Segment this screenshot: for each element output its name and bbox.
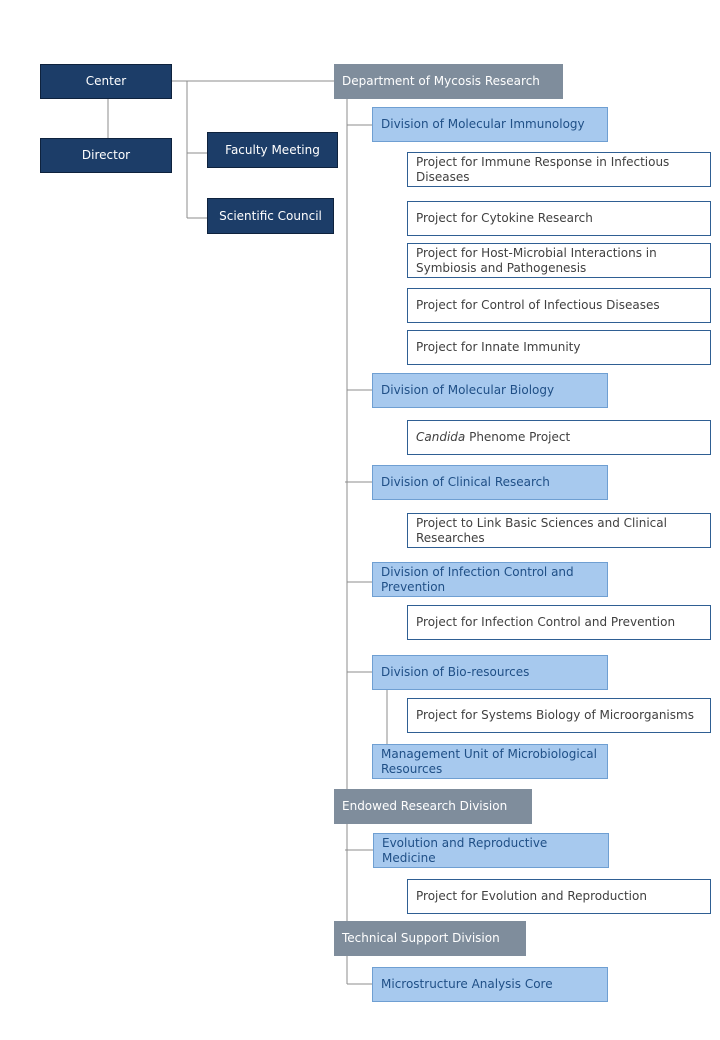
division-clinical-research: Division of Clinical Research [372, 465, 608, 500]
project-link-basic-clinical: Project to Link Basic Sciences and Clini… [407, 513, 711, 548]
division-infection-control: Division of Infection Control and Preven… [372, 562, 608, 597]
director-box: Director [40, 138, 172, 173]
project-innate-immunity: Project for Innate Immunity [407, 330, 711, 365]
project-immune-response: Project for Immune Response in Infectiou… [407, 152, 711, 187]
project-candida-phenome-rest: Phenome Project [465, 430, 571, 444]
division-molecular-immunology: Division of Molecular Immunology [372, 107, 608, 142]
division-bio-resources: Division of Bio-resources [372, 655, 608, 690]
division-microstructure-analysis-core: Microstructure Analysis Core [372, 967, 608, 1002]
department-mycosis-box: Department of Mycosis Research [334, 64, 563, 99]
project-infection-control-prevention: Project for Infection Control and Preven… [407, 605, 711, 640]
project-systems-biology: Project for Systems Biology of Microorga… [407, 698, 711, 733]
division-molecular-biology: Division of Molecular Biology [372, 373, 608, 408]
project-control-infectious-diseases: Project for Control of Infectious Diseas… [407, 288, 711, 323]
scientific-council-box: Scientific Council [207, 198, 334, 234]
project-host-microbial-interactions: Project for Host-Microbial Interactions … [407, 243, 711, 278]
department-technical-box: Technical Support Division [334, 921, 526, 956]
faculty-meeting-box: Faculty Meeting [207, 132, 338, 168]
project-evolution-reproduction: Project for Evolution and Reproduction [407, 879, 711, 914]
management-unit-microbiological-resources: Management Unit of Microbiological Resou… [372, 744, 608, 779]
division-evolution-reproductive-medicine: Evolution and Reproductive Medicine [373, 833, 609, 868]
department-endowed-box: Endowed Research Division [334, 789, 532, 824]
project-candida-phenome: Candida Phenome Project [407, 420, 711, 455]
project-candida-phenome-italic: Candida [416, 430, 466, 444]
project-cytokine-research: Project for Cytokine Research [407, 201, 711, 236]
center-box: Center [40, 64, 172, 99]
